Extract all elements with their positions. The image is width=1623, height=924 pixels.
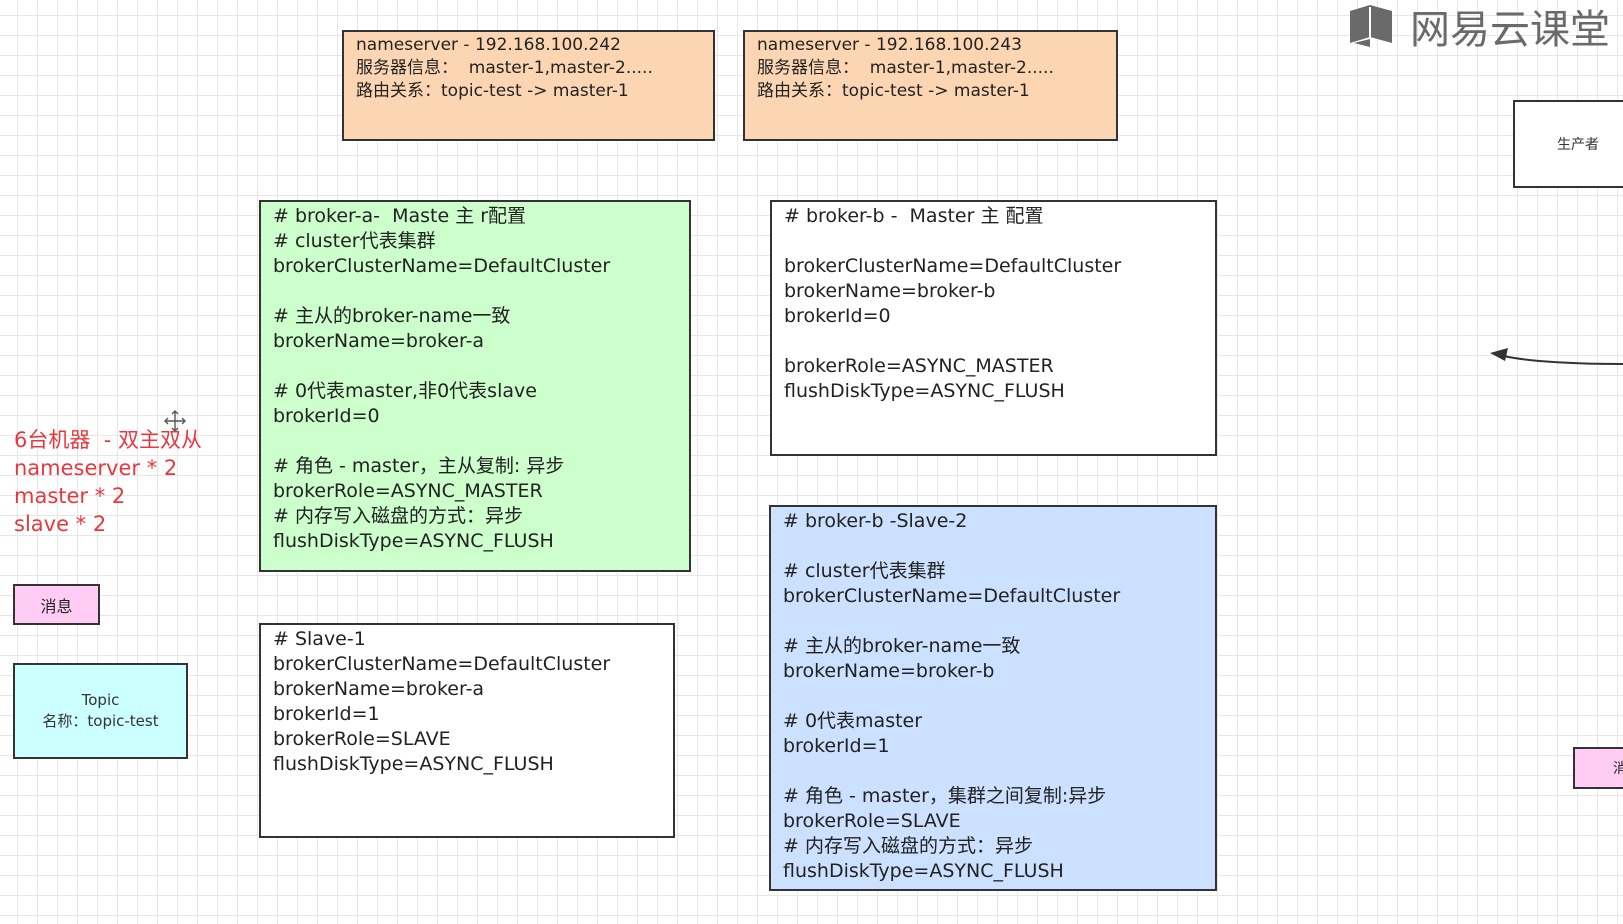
watermark: 网易云课堂 [1346,2,1610,53]
config-line: brokerName=broker-a [273,678,485,700]
config-line: brokerId=0 [273,405,380,427]
config-line: flushDiskType=ASYNC_FLUSH [784,380,1065,402]
nameserver-1-line: 路由关系：topic-test -> master-1 [356,81,629,101]
config-line: brokerRole=SLAVE [783,810,961,832]
config-line: brokerClusterName=DefaultCluster [783,585,1121,607]
message-right-label: 消 [1613,758,1623,778]
config-line: # cluster代表集群 [273,230,436,252]
config-line [784,229,1203,254]
config-line: # 0代表master,非0代表slave [273,380,537,402]
config-line: brokerRole=ASYNC_MASTER [784,355,1054,377]
config-line: # 内存写入磁盘的方式：异步 [783,835,1033,857]
nameserver-1-line: 服务器信息： master-1,master-2..... [356,58,653,78]
config-line: # 0代表master [783,710,923,732]
note-line: 6台机器 - 双主双从 [14,428,202,452]
nameserver-2-line: nameserver - 192.168.100.243 [757,35,1022,55]
config-line: brokerName=broker-b [784,280,996,302]
config-line: # Slave-1 [273,628,366,650]
watermark-text: 网易云课堂 [1410,7,1610,53]
config-line: # 主从的broker-name一致 [783,635,1021,657]
config-line [783,534,1203,559]
config-line: brokerClusterName=DefaultCluster [273,255,611,277]
config-line: # 角色 - master，集群之间复制:异步 [783,785,1107,807]
config-line: # cluster代表集群 [783,560,946,582]
nameserver-box-1[interactable]: nameserver - 192.168.100.242 服务器信息： mast… [342,30,715,141]
topic-box[interactable]: Topic 名称：topic-test [13,663,188,759]
topic-title: Topic [81,691,120,709]
config-line: # 主从的broker-name一致 [273,305,511,327]
nameserver-2-line: 服务器信息： master-1,master-2..... [757,58,1054,78]
config-line: brokerClusterName=DefaultCluster [273,653,611,675]
broker-b-master-config-box[interactable]: # broker-b - Master 主 配置 brokerClusterNa… [770,200,1217,456]
config-line [273,429,677,454]
move-cursor-icon [164,410,186,432]
config-line: # 内存写入磁盘的方式：异步 [273,505,523,527]
config-line: flushDiskType=ASYNC_FLUSH [783,860,1064,882]
producer-box[interactable]: 生产者 [1513,100,1623,188]
config-line: # 角色 - master，主从复制: 异步 [273,455,565,477]
note-line: master * 2 [14,484,126,508]
nameserver-box-2[interactable]: nameserver - 192.168.100.243 服务器信息： mast… [743,30,1118,141]
config-line [273,354,677,379]
config-line: # broker-a- Maste 主 r配置 [273,205,527,227]
producer-label: 生产者 [1557,137,1599,153]
config-line [783,684,1203,709]
arrow-left-icon [1490,348,1623,365]
book-logo-icon [1350,5,1392,47]
broker-a-slave-config-box[interactable]: # Slave-1 brokerClusterName=DefaultClust… [259,623,675,838]
config-line: brokerName=broker-b [783,660,995,682]
config-line: # broker-b -Slave-2 [783,510,968,532]
config-line: brokerRole=SLAVE [273,728,451,750]
message-label: 消息 [40,596,73,616]
config-line: brokerName=broker-a [273,330,485,352]
config-line: brokerId=0 [784,305,891,327]
config-line: brokerRole=ASYNC_MASTER [273,480,543,502]
topic-name: 名称：topic-test [42,712,159,730]
nameserver-1-line: nameserver - 192.168.100.242 [356,35,621,55]
nameserver-2-line: 路由关系：topic-test -> master-1 [757,81,1030,101]
config-line: brokerClusterName=DefaultCluster [784,255,1122,277]
config-line [783,609,1203,634]
note-line: slave * 2 [14,512,107,536]
config-line [783,759,1203,784]
config-line: # broker-b - Master 主 配置 [784,205,1044,227]
config-line: brokerId=1 [273,703,380,725]
broker-a-master-config-box[interactable]: # broker-a- Maste 主 r配置 # cluster代表集群 br… [259,200,691,572]
note-line: nameserver * 2 [14,456,178,480]
cluster-summary-note: 6台机器 - 双主双从 nameserver * 2 master * 2 sl… [14,426,202,538]
config-line: brokerId=1 [783,735,890,757]
config-line: flushDiskType=ASYNC_FLUSH [273,530,554,552]
message-box-right[interactable]: 消 [1573,747,1623,789]
config-line [784,329,1203,354]
broker-b-slave-config-box[interactable]: # broker-b -Slave-2 # cluster代表集群 broker… [769,505,1217,891]
config-line: flushDiskType=ASYNC_FLUSH [273,753,554,775]
message-box[interactable]: 消息 [13,584,100,625]
config-line [273,279,677,304]
